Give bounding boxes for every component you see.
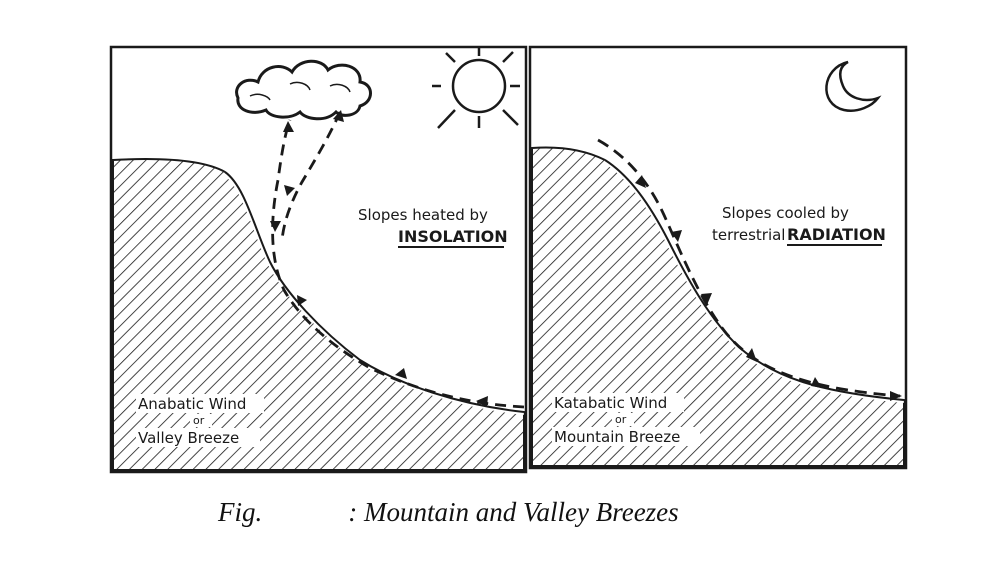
figure-caption-text: : Mountain and Valley Breezes <box>348 497 679 527</box>
figure-caption-prefix: Fig. <box>218 497 263 527</box>
insolation-label-line1: Slopes heated by <box>358 206 488 224</box>
radiation-label-line2a: terrestrial <box>712 226 785 244</box>
anabatic-airflow-arrows <box>270 110 525 409</box>
upslope-airflow-arrow <box>271 119 525 409</box>
crescent-moon-icon <box>825 60 882 112</box>
cloud-icon <box>235 59 372 121</box>
anabatic-wind-label-line3: Valley Breeze <box>138 429 239 447</box>
figure-caption: Fig. : Mountain and Valley Breezes <box>218 497 679 528</box>
radiation-label-line1: Slopes cooled by <box>722 204 849 222</box>
katabatic-wind-label-line3: Mountain Breeze <box>554 428 680 446</box>
katabatic-wind-label: Katabatic Wind or Mountain Breeze <box>552 393 700 446</box>
sun-icon <box>432 48 520 129</box>
anabatic-wind-label-line1: Anabatic Wind <box>138 395 246 413</box>
katabatic-airflow-arrows <box>597 138 902 401</box>
katabatic-wind-label-line1: Katabatic Wind <box>554 394 667 412</box>
radiation-label-line2b: RADIATION <box>787 225 886 244</box>
anabatic-wind-label-line2: or <box>193 414 205 427</box>
left-panel: Slopes heated by INSOLATION Anabatic Win… <box>109 45 528 474</box>
katabatic-wind-label-line2: or <box>615 413 627 426</box>
radiation-label: Slopes cooled by terrestrial RADIATION <box>712 204 886 246</box>
anabatic-wind-label: Anabatic Wind or Valley Breeze <box>136 394 264 447</box>
insolation-label: Slopes heated by INSOLATION <box>358 206 508 248</box>
insolation-label-line2: INSOLATION <box>398 227 508 246</box>
right-panel: Slopes cooled by terrestrial RADIATION K… <box>528 45 908 470</box>
return-airflow-arrow <box>280 111 342 241</box>
